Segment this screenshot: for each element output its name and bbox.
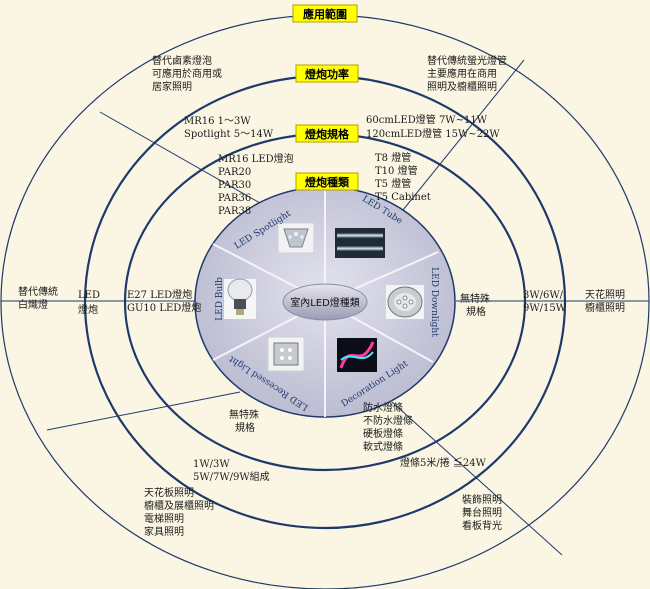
tube-image <box>335 228 385 258</box>
tube-type-text: T8 燈管 T10 燈管 T5 燈管 T5 Cabinet <box>375 151 431 203</box>
text-segments-3-type_lines-2: 硬板燈條 <box>363 427 403 440</box>
text-segments-0-power_lines-0: MR16 1～3W <box>184 116 251 127</box>
text-segments-5-power_lines-1: 燈炮 <box>78 303 98 316</box>
bulb-power-text: LED 燈炮 <box>78 290 100 316</box>
text-segments-5-application_lines-1: 白熾燈 <box>18 298 48 311</box>
text-segments-1-power_lines-0: 60cmLED燈管 7W~11W <box>366 113 488 126</box>
text-segments-1-type_lines-0: T8 燈管 <box>375 151 411 164</box>
recessed-application-text: 天花板照明 櫥櫃及展櫃照明 電梯照明 家具照明 <box>144 486 214 538</box>
text-segments-1-application_lines-1: 主要應用在商用 <box>427 67 497 80</box>
text-segments-1-type_lines-2: T5 燈管 <box>375 177 411 190</box>
recessed-light-image <box>267 336 305 372</box>
label-box-power <box>295 64 359 83</box>
text-segments-1-type_lines-1: T10 燈管 <box>375 164 418 177</box>
text-segments-1-application_lines-0: 替代傳統螢光燈管 <box>427 54 507 67</box>
bulb-image <box>224 278 256 319</box>
decoration-light-image <box>337 338 377 372</box>
text-segments-3-application_lines-2: 看板背光 <box>462 519 502 532</box>
text-segments-1-power_lines-1: 120cmLED燈管 15W~22W <box>366 127 500 140</box>
tube-power-text: 60cmLED燈管 7W~11W 120cmLED燈管 15W~22W <box>366 113 500 140</box>
text-segments-4-power_lines-0: 1W/3W <box>193 459 230 470</box>
spotlight-application-text: 替代鹵素燈泡 可應用於商用或 居家照明 <box>152 54 222 93</box>
text-segments-0-type_lines-1: PAR20 <box>218 167 251 178</box>
text-segments-0-application_lines-0: 替代鹵素燈泡 <box>152 54 212 67</box>
text-segments-2-application_lines-0: 天花照明 <box>585 288 625 301</box>
text-segments-4-application_lines-3: 家具照明 <box>144 525 184 538</box>
text-segments-4-type_lines-1: 規格 <box>235 421 255 434</box>
text-segments-3-type_lines-1: 不防水燈條 <box>363 414 413 427</box>
downlight-application-text: 天花照明 櫥櫃照明 <box>585 288 625 314</box>
text-segments-4-power_lines-1: 5W/7W/9W組成 <box>193 470 270 483</box>
center-ellipse <box>282 283 368 321</box>
text-segments-4-application_lines-0: 天花板照明 <box>144 486 194 499</box>
text-segments-3-application_lines-1: 舞台照明 <box>462 506 502 519</box>
label-application: 應用範圍 <box>303 7 347 21</box>
decoration-power-text: 燈條5米/捲 ≦24W <box>400 456 487 469</box>
text-segments-0-application_lines-1: 可應用於商用或 <box>152 67 222 80</box>
label-type: 燈炮種類 <box>305 175 350 189</box>
bulb-application-text: 替代傳統 白熾燈 <box>18 285 58 311</box>
label-power: 燈炮功率 <box>305 67 349 81</box>
text-segments-0-type_lines-2: PAR30 <box>218 180 251 191</box>
text-segments-5-power_lines-0: LED <box>78 290 100 301</box>
downlight-power-text: 3W/6W/ 9W/15W <box>523 290 567 314</box>
text-segments-0-type_lines-0: MR16 LED燈泡 <box>218 152 294 165</box>
downlight-image <box>386 285 424 319</box>
recessed-type-text: 無特殊 規格 <box>229 408 259 434</box>
text-segments-5-type_lines-0: E27 LED燈炮 <box>127 288 192 301</box>
center-label: 室內LED燈種類 <box>290 296 360 309</box>
text-segments-5-type_lines-1: GU10 LED燈炮 <box>127 301 201 314</box>
segment-dividers <box>1 59 649 556</box>
text-segments-1-application_lines-2: 照明及櫥櫃照明 <box>427 80 497 93</box>
label-box-spec <box>295 124 359 143</box>
text-segments-2-power_lines-1: 9W/15W <box>523 303 567 314</box>
spotlight-type-text: MR16 LED燈泡 PAR20 PAR30 PAR36 PAR38 <box>218 152 294 217</box>
text-segments-2-type_lines-0: 無特殊 <box>460 292 490 305</box>
label-spec: 燈炮規格 <box>305 127 350 141</box>
text-segments-3-application_lines-0: 裝飾照明 <box>462 493 502 506</box>
text-segments-0-power_lines-1: Spotlight 5～14W <box>184 129 274 140</box>
downlight-type-text: 無特殊 規格 <box>460 292 490 318</box>
text-segments-5-application_lines-0: 替代傳統 <box>18 285 58 298</box>
text-segments-2-type_lines-1: 規格 <box>466 305 486 318</box>
text-segments-0-application_lines-2: 居家照明 <box>152 80 192 93</box>
recessed-power-text: 1W/3W 5W/7W/9W組成 <box>193 459 270 483</box>
spotlight-power-text: MR16 1～3W Spotlight 5～14W <box>184 116 274 140</box>
label-box-application <box>292 4 358 23</box>
text-segments-3-type_lines-3: 軟式燈條 <box>363 440 403 453</box>
text-segments-4-application_lines-2: 電梯照明 <box>144 512 184 525</box>
tube-application-text: 替代傳統螢光燈管 主要應用在商用 照明及櫥櫃照明 <box>427 54 507 93</box>
text-segments-0-type_lines-4: PAR38 <box>218 206 251 217</box>
text-segments-1-type_lines-3: T5 Cabinet <box>375 192 431 203</box>
text-segments-3-type_lines-0: 防水燈條 <box>363 401 403 414</box>
text-segments-4-application_lines-1: 櫥櫃及展櫃照明 <box>144 499 214 512</box>
segment-name-bulb: LED Bulb <box>215 277 225 321</box>
text-segments-2-power_lines-0: 3W/6W/ <box>523 290 564 301</box>
label-box-type <box>295 172 359 191</box>
bulb-type-text: E27 LED燈炮 GU10 LED燈炮 <box>127 288 201 314</box>
text-segments-4-type_lines-0: 無特殊 <box>229 408 259 421</box>
text-segments-3-power_lines-0: 燈條5米/捲 ≦24W <box>400 456 487 469</box>
segment-name-downlight: LED Downlight <box>429 267 439 337</box>
decoration-application-text: 裝飾照明 舞台照明 看板背光 <box>462 493 502 532</box>
decoration-type-text: 防水燈條 不防水燈條 硬板燈條 軟式燈條 <box>363 401 413 453</box>
text-segments-0-type_lines-3: PAR36 <box>218 193 251 204</box>
spotlight-image <box>277 222 315 254</box>
text-segments-2-application_lines-1: 櫥櫃照明 <box>585 301 625 314</box>
